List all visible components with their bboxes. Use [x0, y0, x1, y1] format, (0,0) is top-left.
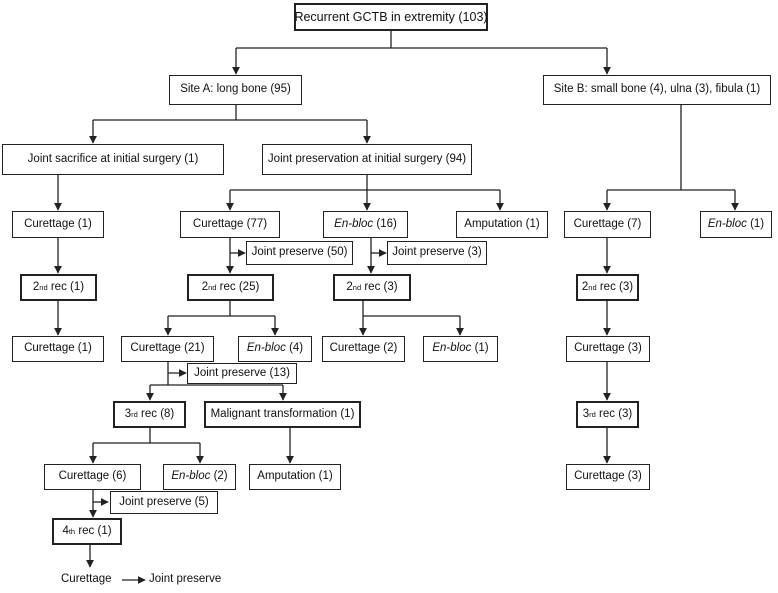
root-node: Recurrent GCTB in extremity (103) [294, 3, 488, 31]
sb-curettage-3a-label: Curettage (3) [574, 342, 642, 355]
js-curettage-label: Curettage (1) [24, 217, 92, 230]
jp-malignant-node: Malignant transformation (1) [204, 401, 361, 428]
jp-amputation-label: Amputation (1) [464, 217, 540, 230]
jp-enbloc-2-node: En-bloc (2) [163, 464, 236, 490]
jp-preserve-13-node: Joint preserve (13) [187, 363, 297, 384]
sb-curettage-label: Curettage (7) [573, 217, 642, 230]
jp-preserve-50-node: Joint preserve (50) [246, 241, 353, 265]
sb-rec2-sup: nd [588, 282, 597, 292]
jp-enbloc-4-count: (4) [289, 342, 304, 355]
js-rec2-word: rec [50, 280, 67, 293]
jp-preserve-13-label: Joint preserve (13) [194, 366, 290, 379]
site-a-node: Site A: long bone (95) [169, 75, 302, 105]
jp-enbloc-1-count: (1) [474, 342, 489, 355]
joint-sacrifice-label: Joint sacrifice at initial surgery (1) [27, 152, 199, 165]
joint-preservation-label: Joint preservation at initial surgery (9… [267, 152, 467, 165]
sb-rec3-count: (3) [618, 407, 633, 420]
jp-amputation-1-node: Amputation (1) [249, 464, 341, 490]
jp-curettage-21-node: Curettage (21) [121, 336, 214, 362]
jp-rec3-word: rec [141, 407, 157, 420]
jp-final-curettage-label: Curettage [61, 573, 112, 585]
jp-enbloc-count: (16) [376, 217, 397, 230]
jp-preserve-5-node: Joint preserve (5) [110, 491, 218, 514]
jp-enbloc-4-label: En-bloc [246, 342, 286, 355]
jp-enbloc-1-label: En-bloc [432, 342, 472, 355]
joint-sacrifice-node: Joint sacrifice at initial surgery (1) [2, 144, 224, 175]
jp-preserve-5-label: Joint preserve (5) [119, 495, 209, 508]
js-rec2-sup: nd [39, 282, 48, 292]
joint-preservation-node: Joint preservation at initial surgery (9… [262, 144, 472, 175]
jp-curettage-2-node: Curettage (2) [322, 336, 405, 362]
jp-enbloc-label: En-bloc [334, 217, 374, 230]
jp-rec3-sup: rd [131, 409, 138, 419]
jp-rec2b-word: rec [364, 280, 381, 293]
sb-rec2-word: rec [599, 280, 616, 293]
sb-curettage-3b-node: Curettage (3) [566, 464, 650, 490]
sb-rec3-word: rec [599, 407, 615, 420]
jp-enbloc-4-node: En-bloc (4) [238, 336, 312, 362]
js-curettage2-node: Curettage (1) [12, 336, 104, 362]
jp-preserve-3-label: Joint preserve (3) [392, 246, 482, 259]
jp-curettage-6-label: Curettage (6) [58, 470, 127, 483]
jp-rec4-count: (1) [97, 524, 112, 537]
root-label: Recurrent GCTB in extremity (103) [294, 9, 488, 24]
jp-rec3-count: (8) [160, 407, 175, 420]
sb-curettage-3a-node: Curettage (3) [566, 336, 650, 362]
sb-curettage-3b-label: Curettage (3) [574, 470, 642, 483]
js-rec2-num: 2 [32, 280, 40, 293]
jp-amputation-1-label: Amputation (1) [257, 470, 333, 483]
site-a-label: Site A: long bone (95) [180, 83, 291, 96]
jp-malignant-label: Malignant transformation (1) [210, 407, 355, 420]
jp-curettage-2-label: Curettage (2) [329, 342, 398, 355]
sb-rec3-sup: rd [589, 409, 596, 419]
jp-rec3-num: 3 [124, 407, 132, 420]
jp-rec2b-sup: nd [352, 282, 362, 292]
jp-enbloc-node: En-bloc (16) [323, 211, 408, 238]
jp-rec2-num: 2 [201, 280, 209, 293]
sb-rec2-num: 2 [581, 280, 589, 293]
sb-enbloc-node: En-bloc (1) [700, 211, 772, 238]
jp-final-preserve-label: Joint preserve [149, 573, 222, 585]
sb-curettage-node: Curettage (7) [564, 211, 651, 238]
sb-enbloc-label: En-bloc [707, 217, 747, 230]
sb-enbloc-count: (1) [750, 217, 765, 230]
site-b-label: Site B: small bone (4), ulna (3), fibula… [553, 83, 761, 96]
jp-preserve-50-label: Joint preserve (50) [251, 246, 348, 259]
jp-rec4-num: 4 [62, 524, 69, 537]
jp-enbloc-1-node: En-bloc (1) [423, 336, 498, 362]
jp-enbloc-2-count: (2) [213, 470, 228, 483]
jp-curettage-node: Curettage (77) [180, 211, 280, 238]
js-curettage-node: Curettage (1) [12, 211, 104, 238]
jp-rec4-word: rec [78, 524, 95, 537]
jp-curettage-21-label: Curettage (21) [130, 342, 205, 355]
site-b-node: Site B: small bone (4), ulna (3), fibula… [543, 75, 771, 105]
jp-rec2b-num: 2 [346, 280, 353, 293]
jp-rec2b-count: (3) [383, 280, 398, 293]
jp-rec2-word: rec [219, 280, 236, 293]
sb-rec3-num: 3 [582, 407, 590, 420]
jp-rec2-count: (25) [238, 280, 260, 293]
jp-rec4-sup: th [68, 526, 76, 536]
jp-curettage-label: Curettage (77) [192, 217, 268, 230]
js-curettage2-label: Curettage (1) [24, 342, 92, 355]
jp-preserve-3-node: Joint preserve (3) [387, 241, 487, 265]
js-rec2-count: (1) [70, 280, 85, 293]
jp-enbloc-2-label: En-bloc [171, 470, 211, 483]
sb-rec2-count: (3) [619, 280, 634, 293]
jp-amputation-node: Amputation (1) [456, 211, 548, 238]
jp-curettage-6-node: Curettage (6) [44, 464, 141, 490]
jp-rec2-sup: nd [208, 282, 217, 292]
